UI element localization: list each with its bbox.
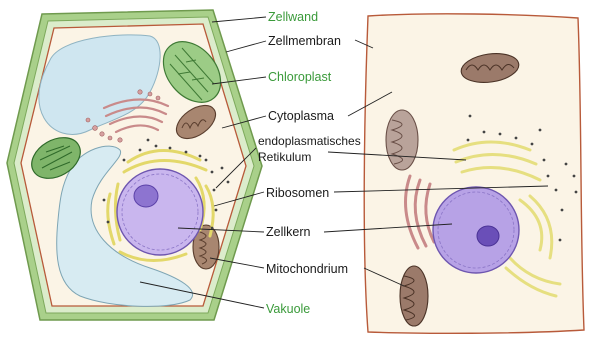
label-zellmembran: Zellmembran: [268, 34, 341, 48]
animal-nucleus: [433, 187, 519, 273]
animal-mitochondrion-left: [386, 110, 418, 170]
animal-mitochondrion-bottom: [400, 266, 428, 326]
plant-nucleus: [117, 169, 203, 255]
label-cytoplasma: Cytoplasma: [268, 109, 334, 123]
plant-cell: [7, 10, 262, 320]
label-vakuole: Vakuole: [266, 302, 310, 316]
label-zellkern: Zellkern: [266, 225, 310, 239]
label-chloroplast: Chloroplast: [268, 70, 331, 84]
label-zellwand: Zellwand: [268, 10, 318, 24]
label-mitochondrium: Mitochondrium: [266, 262, 348, 276]
label-er-line2: Retikulum: [258, 150, 311, 164]
leader-zellwand: [212, 17, 266, 22]
animal-cell: [364, 14, 584, 333]
label-er-line1: endoplasmatisches: [258, 134, 361, 148]
label-ribosomen: Ribosomen: [266, 186, 329, 200]
leader-zellmembran-plant: [226, 41, 266, 52]
